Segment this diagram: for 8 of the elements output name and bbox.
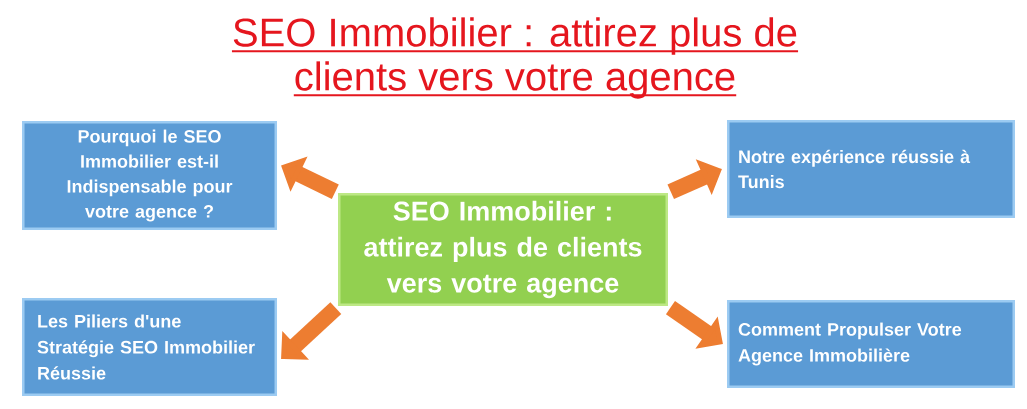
arrow <box>281 302 342 360</box>
title: SEO Immobilier : attirez plus de clients vers votre agence <box>230 17 800 99</box>
topic-box: Comment Propulser Votre Agence Immobilière <box>727 300 1015 388</box>
topic-box: Les Piliers d'une Stratégie SEO Immobilier Réussie <box>22 298 277 396</box>
arrow <box>667 159 722 200</box>
central-box: SEO Immobilier : attirez plus de clients vers votre agence <box>338 193 668 306</box>
topic-box: Notre expérience réussie à Tunis <box>727 120 1015 218</box>
topic-box: Pourquoi le SEO Immobilier est-il Indispensable pour votre agence ? <box>22 121 277 230</box>
